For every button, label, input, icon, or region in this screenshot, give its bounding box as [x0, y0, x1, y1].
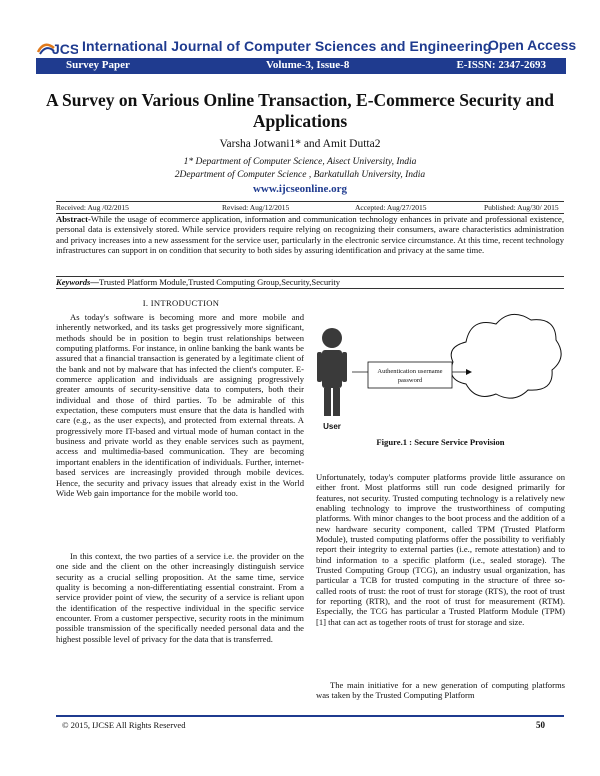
user-label: User	[323, 422, 341, 431]
paper-title: A Survey on Various Online Transaction, …	[45, 90, 554, 131]
figure-caption: Figure.1 : Secure Service Provision	[376, 437, 505, 447]
paragraph: Unfortunately, today's computer platform…	[316, 472, 565, 627]
date-accepted: Accepted: Aug/27/2015	[355, 203, 427, 212]
abstract: Abstract-While the usage of ecommerce ap…	[56, 214, 564, 256]
auth-box-label-2: password	[398, 377, 423, 384]
page-number: 50	[536, 720, 545, 730]
user-icon	[317, 328, 347, 416]
footer-divider	[56, 715, 564, 717]
date-published: Published: Aug/30/ 2015	[484, 203, 559, 212]
divider	[56, 213, 564, 214]
affiliation-1: 1* Department of Computer Science, Aisec…	[183, 157, 417, 167]
auth-box-label-1: Authentication username	[377, 368, 442, 375]
keywords: Keywords—Trusted Platform Module,Trusted…	[56, 277, 564, 287]
keywords-text: Trusted Platform Module,Trusted Computin…	[98, 277, 341, 287]
footer-copyright: © 2015, IJCSE All Rights Reserved	[62, 720, 186, 730]
volume-issue: Volume-3, Issue-8	[266, 59, 350, 71]
cloud-icon	[450, 313, 562, 399]
paper-type: Survey Paper	[66, 59, 130, 71]
journal-prefix: JCSE	[52, 41, 78, 57]
journal-title: International Journal of Computer Scienc…	[82, 38, 492, 54]
journal-logo-icon: JCSE	[36, 41, 78, 57]
divider	[56, 288, 564, 289]
paragraph: The main initiative for a new generation…	[316, 680, 565, 701]
paragraph: In this context, the two parties of a se…	[56, 551, 304, 644]
abstract-text: While the usage of ecommerce application…	[56, 214, 564, 256]
authentication-box	[367, 361, 453, 389]
authors: Varsha Jotwani1* and Amit Dutta2	[219, 138, 381, 150]
issn: E-ISSN: 2347-2693	[456, 59, 546, 71]
open-access-label: Open Access	[488, 37, 577, 53]
date-revised: Revised: Aug/12/2015	[222, 203, 290, 212]
affiliation-2: 2Department of Computer Science , Barkat…	[174, 170, 426, 180]
date-received: Received: Aug /02/2015	[56, 203, 129, 212]
divider	[56, 201, 564, 202]
figure-secure-service: User Authentication username password	[317, 313, 562, 431]
abstract-label: Abstract-	[56, 214, 91, 224]
divider	[56, 276, 564, 277]
section-heading: I. INTRODUCTION	[142, 298, 220, 308]
journal-website-link[interactable]: www.ijcseonline.org	[252, 183, 348, 195]
keywords-label: Keywords—	[56, 277, 99, 287]
header-band: Survey Paper Volume-3, Issue-8 E-ISSN: 2…	[36, 58, 566, 74]
paragraph: As today's software is becoming more and…	[56, 312, 304, 498]
